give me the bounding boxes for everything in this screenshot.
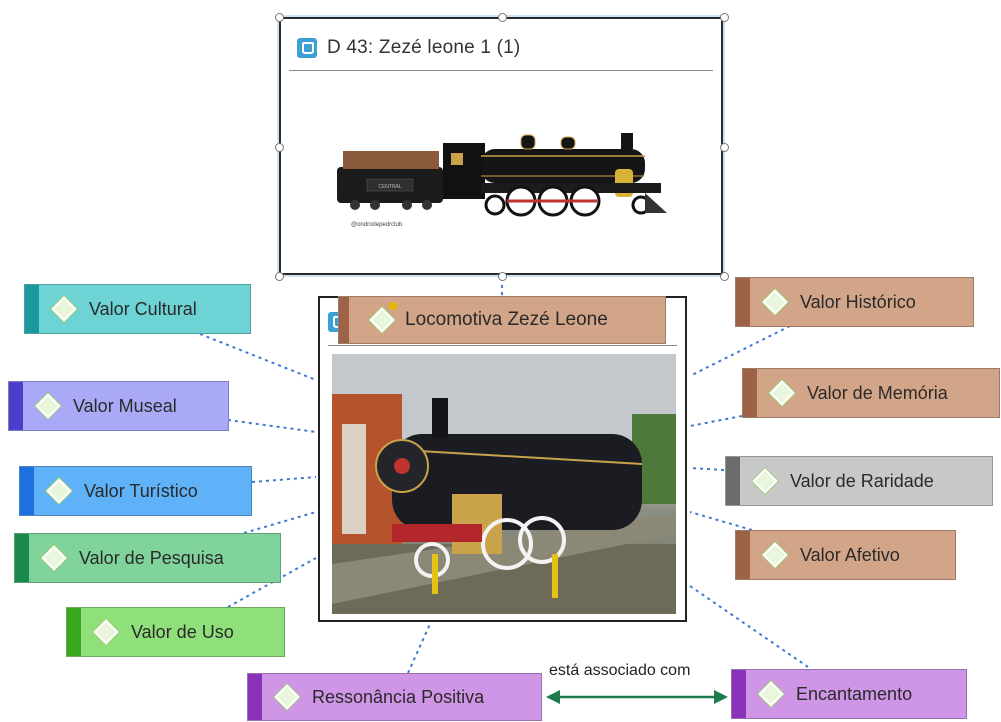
connector-encantamento [689,585,809,668]
connector-memoria [689,415,743,427]
resize-handle[interactable] [720,272,729,281]
node-valor-de-memoria[interactable]: Valor de Memória [742,368,1000,418]
topic-icon [274,684,300,710]
central-topic-title: Locomotiva Zezé Leone [405,309,608,330]
locomotive-photo [332,354,676,614]
document-title: D 43: Zezé leone 1 (1) [327,37,521,58]
resize-handle[interactable] [275,13,284,22]
connector-historico [689,325,791,377]
node-accent-bar [25,285,39,333]
resize-handle[interactable] [498,272,507,281]
connector-pesquisa [243,511,317,534]
node-valor-museal[interactable]: Valor Museal [8,381,229,431]
node-accent-bar [743,369,757,417]
central-divider [328,345,677,346]
node-accent-bar [726,457,740,505]
connector-turistico [251,476,317,483]
svg-text:CENTRAL: CENTRAL [378,184,402,190]
node-accent-bar [736,278,750,326]
topic-icon [758,681,784,707]
resize-handle[interactable] [275,272,284,281]
node-valor-de-pesquisa[interactable]: Valor de Pesquisa [14,533,281,583]
watermark: @ondrodepedrclub [351,222,403,228]
resize-handle[interactable] [498,13,507,22]
topic-icon [46,478,72,504]
node-accent-bar [20,467,34,515]
node-valor-turistico[interactable]: Valor Turístico [19,466,252,516]
node-label: Valor Cultural [89,298,197,319]
connector-afetivo [689,511,753,531]
node-label: Valor Museal [73,395,177,416]
status-dot [389,302,397,310]
node-label: Valor de Raridade [790,470,934,491]
document-divider [289,70,713,71]
node-valor-cultural[interactable]: Valor Cultural [24,284,251,334]
locomotive-drawing: CENTRAL [337,133,667,217]
topic-icon [93,619,119,645]
node-accent-bar [9,382,23,430]
node-label: Valor Afetivo [800,544,900,565]
relation-label: está associado com [549,662,691,679]
node-label: Valor Turístico [84,480,198,501]
document-header: D 43: Zezé leone 1 (1) [297,33,713,63]
node-accent-bar [339,297,349,343]
topic-icon [369,307,395,333]
document-card[interactable]: D 43: Zezé leone 1 (1) CENTRAL @ondrodep… [279,17,723,275]
image-document-icon [297,38,317,58]
resize-handle[interactable] [275,143,284,152]
node-accent-bar [736,531,750,579]
node-label: Valor de Memória [807,382,948,403]
connector-ressonancia [407,623,431,674]
connector-cultural [199,333,317,381]
node-label: Encantamento [796,683,913,704]
node-accent-bar [15,534,29,582]
central-topic-card[interactable] [318,296,687,622]
node-valor-historico[interactable]: Valor Histórico [735,277,974,327]
connector-museal [227,419,317,433]
resize-handle[interactable] [720,143,729,152]
topic-icon [769,380,795,406]
relation-arrow [546,690,728,704]
resize-handle[interactable] [720,13,729,22]
node-label: Valor de Uso [131,621,234,642]
node-encantamento[interactable]: Encantamento [731,669,967,719]
node-accent-bar [67,608,81,656]
node-label: Ressonância Positiva [312,686,485,707]
node-ressonancia-positiva[interactable]: Ressonância Positiva [247,673,542,721]
node-label: Valor Histórico [800,291,916,312]
node-valor-de-raridade[interactable]: Valor de Raridade [725,456,993,506]
topic-icon [762,542,788,568]
topic-icon [41,545,67,571]
node-valor-afetivo[interactable]: Valor Afetivo [735,530,956,580]
topic-icon [51,296,77,322]
node-accent-bar [732,670,746,718]
connector-raridade [689,467,725,471]
central-topic-label[interactable]: Locomotiva Zezé Leone [338,296,666,344]
topic-icon [35,393,61,419]
node-valor-de-uso[interactable]: Valor de Uso [66,607,285,657]
topic-icon [762,289,788,315]
node-accent-bar [248,674,262,720]
node-label: Valor de Pesquisa [79,547,224,568]
topic-icon [752,468,778,494]
